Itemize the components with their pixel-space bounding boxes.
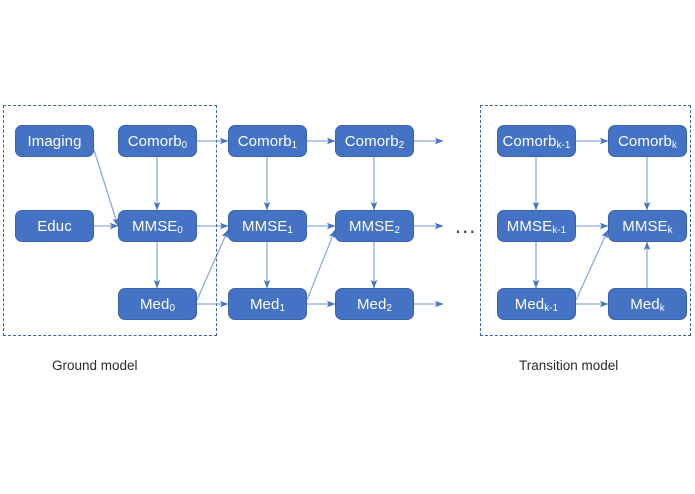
node-label-subscript: k [667,225,673,237]
node-label-subscript: 2 [386,303,393,315]
node-label: Medk [630,295,665,315]
node-label: Comorb1 [237,132,298,152]
node-label: MMSEk-1 [506,217,567,237]
node-label: Comorbk-1 [502,132,571,152]
node-label: MMSEk [622,217,673,237]
node-label-subscript: 0 [169,303,176,315]
node-label-subscript: k-1 [552,225,567,237]
node-label: MMSE0 [132,217,183,237]
node-medkm1[interactable]: Medk-1 [497,288,576,320]
node-label-subscript: 1 [279,303,286,315]
panel-caption-transition: Transition model [519,358,619,373]
node-mmse2[interactable]: MMSE2 [335,210,414,242]
node-label: Med2 [356,295,393,315]
node-mmse0[interactable]: MMSE0 [118,210,197,242]
node-comorb0[interactable]: Comorb0 [118,125,197,157]
node-label: Imaging [27,132,82,150]
panel-caption-ground: Ground model [52,358,138,373]
node-label: MMSE1 [242,217,293,237]
node-comorb1[interactable]: Comorb1 [228,125,307,157]
node-label-subscript: 0 [177,225,183,237]
node-label-subscript: k [671,140,677,152]
node-label-subscript: k-1 [544,303,559,315]
panel-ground [3,105,217,336]
node-label: Comorb2 [344,132,405,152]
node-mmsekm1[interactable]: MMSEk-1 [497,210,576,242]
node-label: Med1 [249,295,286,315]
node-label-subscript: k-1 [556,140,571,152]
node-label: MMSE2 [349,217,400,237]
node-med2[interactable]: Med2 [335,288,414,320]
node-label: Educ [37,217,72,235]
node-comorbkm1[interactable]: Comorbk-1 [497,125,576,157]
node-educ[interactable]: Educ [15,210,94,242]
node-med1[interactable]: Med1 [228,288,307,320]
node-medk[interactable]: Medk [608,288,687,320]
node-label-subscript: 1 [287,225,293,237]
node-mmsek[interactable]: MMSEk [608,210,687,242]
node-imaging[interactable]: Imaging [15,125,94,157]
node-med0[interactable]: Med0 [118,288,197,320]
node-comorbk[interactable]: Comorbk [608,125,687,157]
node-label-subscript: 2 [394,225,400,237]
node-label-subscript: k [659,303,665,315]
node-label: Comorbk [618,132,677,152]
node-label: Comorb0 [127,132,188,152]
edge-med1-to-mmse2 [306,229,336,301]
panel-transition [480,105,691,336]
sequence-ellipsis: ... [455,213,477,238]
node-label-subscript: 2 [398,140,405,152]
node-label: Med0 [139,295,176,315]
node-label-subscript: 0 [181,140,188,152]
node-label-subscript: 1 [291,140,298,152]
node-mmse1[interactable]: MMSE1 [228,210,307,242]
node-comorb2[interactable]: Comorb2 [335,125,414,157]
node-label: Medk-1 [514,295,559,315]
